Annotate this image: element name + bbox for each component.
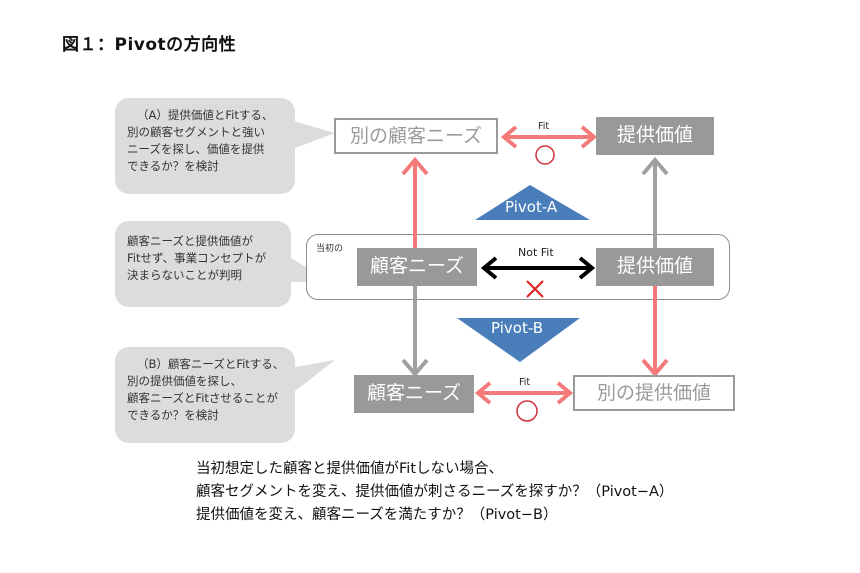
customer-needs-box-initial: 顧客ニーズ	[357, 248, 477, 286]
callout-pivot-b: （B）顧客ニーズとFitする、 別の提供価値を探し、 顧客ニーズとFitさせるこ…	[115, 347, 295, 443]
bubble-a-tail	[290, 120, 335, 150]
callout-line: 別の提供価値を探し、	[127, 374, 242, 388]
alt-value-proposition-box: 別の提供価値	[573, 375, 735, 411]
not-fit-label: Not Fit	[518, 246, 554, 259]
callout-line: （B）顧客ニーズとFitする、	[137, 357, 285, 371]
summary-line: 当初想定した顧客と提供価値がFitしない場合、	[196, 461, 503, 477]
bottom-fit-arrow	[474, 381, 574, 405]
figure-title: 図１：Pivotの方向性	[62, 35, 237, 55]
arrow-down-to-alt-value	[641, 286, 669, 378]
arrow-up-to-alt-needs	[401, 156, 429, 250]
value-proposition-box-initial: 提供価値	[596, 248, 714, 286]
top-fit-label: Fit	[538, 121, 550, 132]
summary-line: 顧客セグメントを変え、提供価値が刺さるニーズを探すか？（Pivot−A）	[196, 484, 674, 500]
bubble-b-tail	[290, 360, 335, 395]
callout-line: Fitせず、事業コンセプトが	[127, 251, 267, 265]
callout-line: （A）提供価値とFitする、	[137, 108, 274, 122]
initial-label: 当初の	[316, 244, 344, 254]
top-fit-arrow	[500, 125, 598, 149]
value-proposition-box-top: 提供価値	[596, 117, 714, 155]
callout-line: できるか？を検討	[127, 408, 219, 422]
top-fit-circle-mark	[535, 145, 555, 165]
pivot-a-triangle	[475, 185, 590, 220]
not-fit-cross-mark	[526, 280, 544, 298]
pivot-a-label: Pivot-A	[505, 198, 558, 216]
arrow-up-to-value	[641, 156, 669, 250]
callout-line: 決まらないことが判明	[127, 268, 242, 282]
customer-needs-box-bottom: 顧客ニーズ	[354, 375, 474, 413]
summary-text: 当初想定した顧客と提供価値がFitしない場合、 顧客セグメントを変え、提供価値が…	[196, 458, 673, 527]
bottom-fit-label: Fit	[519, 377, 531, 388]
callout-line: できるか？を検討	[127, 159, 219, 173]
pivot-b-triangle	[457, 318, 580, 362]
callout-line: 顧客ニーズと提供価値が	[127, 234, 253, 248]
callout-current: 顧客ニーズと提供価値が Fitせず、事業コンセプトが 決まらないことが判明	[115, 221, 291, 307]
pivot-b-label: Pivot-B	[491, 319, 543, 337]
summary-line: 提供価値を変え、顧客ニーズを満たすか？（Pivot−B）	[196, 507, 558, 523]
callout-line: 顧客ニーズとFitさせることが	[127, 391, 278, 405]
not-fit-arrow	[480, 256, 596, 280]
bottom-fit-circle-mark	[516, 400, 538, 422]
callout-line: ニーズを探し、価値を提供	[127, 142, 265, 156]
callout-pivot-a: （A）提供価値とFitする、 別の顧客セグメントと強い ニーズを探し、価値を提供…	[115, 98, 295, 194]
callout-line: 別の顧客セグメントと強い	[127, 125, 265, 139]
alt-customer-needs-box: 別の顧客ニーズ	[334, 118, 498, 154]
arrow-down-to-needs	[401, 286, 429, 378]
